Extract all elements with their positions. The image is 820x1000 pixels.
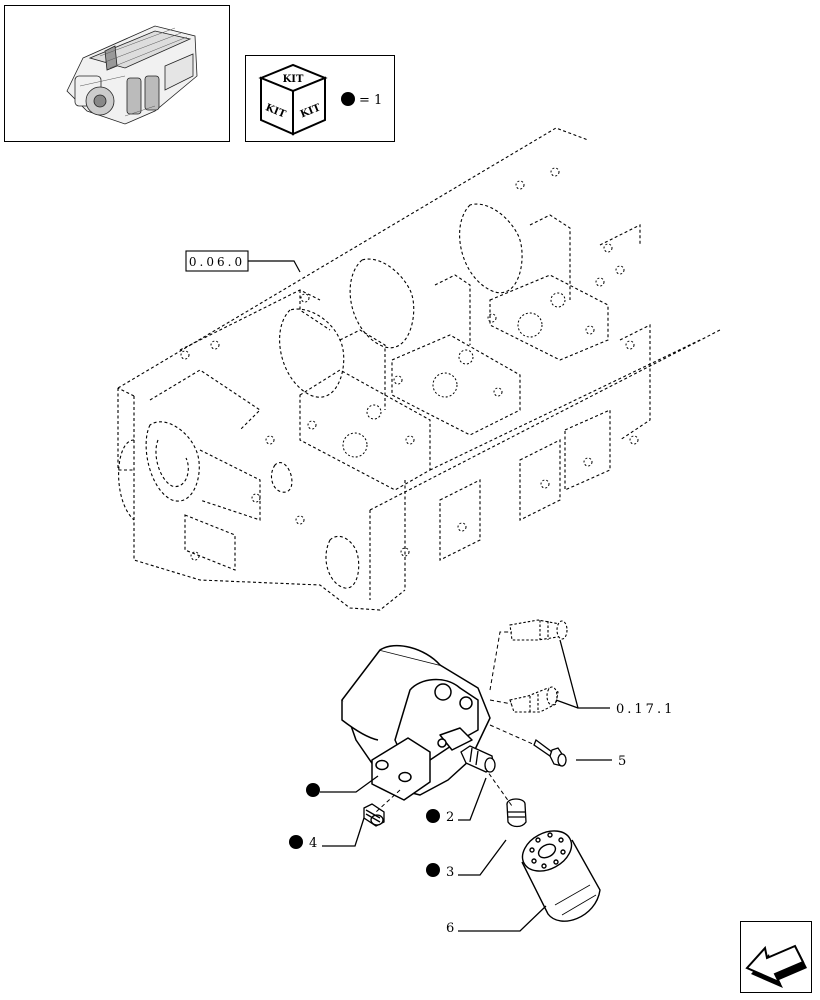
bullet-4-icon bbox=[289, 835, 303, 849]
kit-legend: KIT KIT KIT = 1 bbox=[245, 55, 395, 142]
next-page-button[interactable] bbox=[740, 921, 812, 993]
kit-cube-icon: KIT KIT KIT = 1 bbox=[258, 63, 382, 136]
ref-block-label: 0.06.0 bbox=[189, 255, 245, 269]
part-3-nipple bbox=[506, 798, 527, 828]
bullet-2-icon bbox=[426, 809, 440, 823]
engine-block-phantom bbox=[117, 127, 721, 611]
part-6-filter bbox=[521, 830, 601, 922]
engine-block-holes bbox=[180, 167, 639, 561]
callout-leaders bbox=[320, 639, 612, 932]
callout-3: 3 bbox=[446, 865, 454, 880]
engine-thumbnail-icon bbox=[66, 25, 198, 125]
part-4-plug bbox=[363, 803, 385, 827]
ref-block-callout: 0.06.0 bbox=[185, 250, 301, 273]
filter-support bbox=[341, 644, 491, 801]
bullet-support-icon bbox=[306, 783, 320, 797]
engine-thumbnail bbox=[4, 5, 230, 142]
sensor-fittings-phantom bbox=[509, 619, 568, 713]
kit-legend-text: = 1 bbox=[359, 93, 382, 108]
ref-sensor-label: 0.17.1 bbox=[616, 702, 675, 717]
kit-bullet-icon bbox=[341, 92, 355, 106]
part-5-bolt bbox=[533, 738, 567, 767]
callout-4: 4 bbox=[309, 836, 317, 851]
callout-2: 2 bbox=[446, 810, 454, 825]
assembly-lines bbox=[375, 631, 536, 813]
callout-6: 6 bbox=[446, 921, 454, 936]
bullet-3-icon bbox=[426, 863, 440, 877]
part-2-fitting bbox=[460, 745, 496, 773]
kit-label-top: KIT bbox=[283, 74, 304, 85]
next-page-arrow-icon bbox=[745, 944, 807, 988]
kit-bullets bbox=[289, 783, 440, 877]
callout-5: 5 bbox=[618, 754, 626, 769]
